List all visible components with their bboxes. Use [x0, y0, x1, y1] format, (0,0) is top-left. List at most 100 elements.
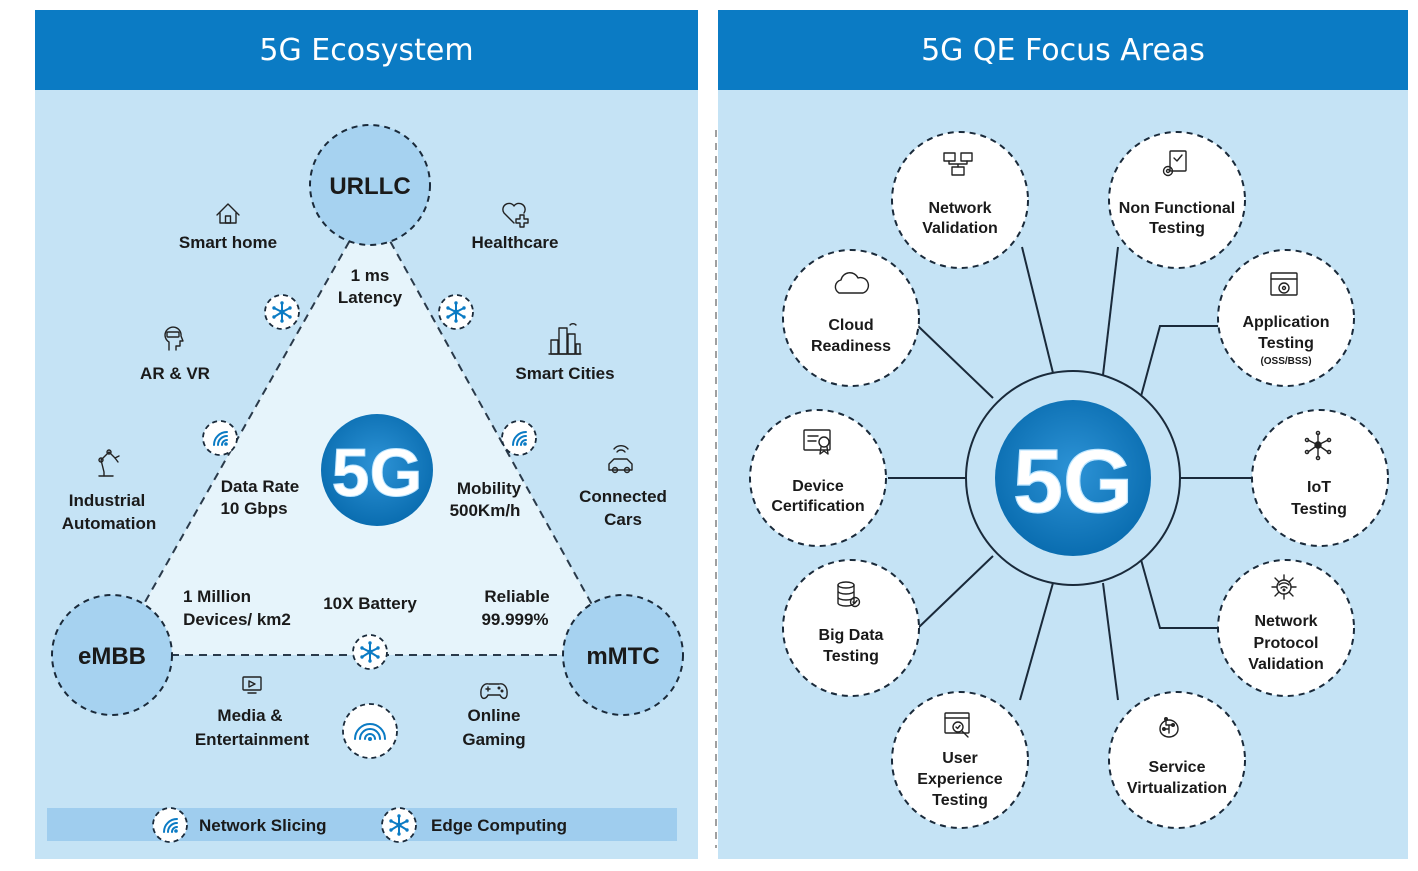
- node-urllc: URLLC: [309, 124, 431, 246]
- smart-home-icon: [216, 203, 240, 224]
- focus-label: Cloud: [828, 317, 873, 334]
- legend-edge-computing: Edge Computing: [431, 816, 567, 835]
- focus-label: Certification: [771, 498, 864, 515]
- healthcare-icon: [502, 202, 529, 228]
- ecosystem-5g-center: 5G: [321, 414, 433, 526]
- industrial-label-1: Industrial: [69, 491, 146, 510]
- latency-value: 1 ms: [351, 266, 390, 285]
- industrial-robot-icon: [98, 449, 120, 477]
- media-label-1: Media &: [217, 706, 282, 725]
- network-slicing-icon: [501, 420, 537, 456]
- network-slicing-icon-large: [342, 703, 398, 759]
- focus-label: Big Data: [819, 627, 884, 644]
- 5g-logo-text: 5G: [332, 435, 423, 511]
- checklist-gear-icon: [1162, 150, 1187, 177]
- latency-label: Latency: [338, 288, 403, 307]
- focus-areas-header: 5G QE Focus Areas: [718, 10, 1408, 90]
- connected-cars-label-2: Cars: [604, 510, 642, 529]
- focus-cloud: Cloud Readiness: [782, 249, 920, 387]
- focus-ux: User Experience Testing: [891, 691, 1029, 829]
- devices-label: Devices/ km2: [183, 610, 291, 629]
- smart-cities-icon: [548, 323, 582, 355]
- connected-cars-label-1: Connected: [579, 487, 667, 506]
- embb-label: eMBB: [78, 643, 146, 670]
- mobility-label: Mobility: [457, 479, 522, 498]
- virtual-brain-icon: [1159, 716, 1179, 738]
- edge-computing-icon: [438, 294, 474, 330]
- gaming-label-1: Online: [468, 706, 521, 725]
- focus-connectors: [888, 246, 1252, 701]
- reliable-value: 99.999%: [481, 610, 548, 629]
- focus-device: Device Certification: [749, 409, 887, 547]
- edge-computing-icon: [352, 634, 388, 670]
- edge-computing-icon: [264, 294, 300, 330]
- focus-sublabel: (OSS/BSS): [1260, 356, 1311, 367]
- media-label-2: Entertainment: [195, 730, 310, 749]
- focus-network-validation: Network Validation: [891, 131, 1029, 269]
- focus-big-data: Big Data Testing: [782, 559, 920, 697]
- focus-label: Readiness: [811, 338, 891, 355]
- legend-network-slicing: Network Slicing: [199, 816, 327, 835]
- node-embb: eMBB: [51, 594, 173, 716]
- edge-computing-icon: [381, 807, 417, 843]
- focus-label: Virtualization: [1127, 780, 1227, 797]
- protocol-chip-icon: [1271, 574, 1297, 600]
- focus-label: Non Functional: [1119, 200, 1235, 217]
- focus-service: Service Virtualization: [1108, 691, 1246, 829]
- focus-label: Protocol: [1254, 635, 1319, 652]
- ecosystem-header: 5G Ecosystem: [35, 10, 698, 90]
- focus-label: Network: [1254, 613, 1317, 630]
- ar-vr-icon: [164, 326, 184, 351]
- focus-application: Application Testing (OSS/BSS): [1217, 249, 1355, 387]
- ar-vr-label: AR & VR: [140, 364, 210, 383]
- node-mmtc: mMTC: [562, 594, 684, 716]
- connected-car-icon: [608, 445, 633, 474]
- network-monitors-icon: [943, 152, 973, 176]
- media-tv-icon: [242, 676, 262, 694]
- focus-non-functional: Non Functional Testing: [1108, 131, 1246, 269]
- app-window-gear-icon: [1270, 272, 1298, 296]
- focus-label: Experience: [917, 771, 1002, 788]
- cloud-icon: [834, 272, 870, 294]
- focus-label: Service: [1149, 759, 1206, 776]
- focus-label: User: [942, 750, 978, 767]
- gaming-label-2: Gaming: [462, 730, 525, 749]
- focus-label: Validation: [1248, 656, 1324, 673]
- mmtc-label: mMTC: [586, 643, 659, 670]
- focus-label: Network: [928, 200, 991, 217]
- database-check-icon: [837, 581, 861, 608]
- focus-label: IoT: [1307, 479, 1331, 496]
- healthcare-label: Healthcare: [472, 233, 559, 252]
- focus-protocol: Network Protocol Validation: [1217, 559, 1355, 697]
- devices-value: 1 Million: [183, 587, 251, 606]
- focus-5g-logo-text: 5G: [1013, 432, 1133, 532]
- focus-label: Application: [1242, 314, 1329, 331]
- network-slicing-icon: [152, 807, 188, 843]
- battery-label: 10X Battery: [323, 594, 417, 613]
- focus-label: Validation: [922, 220, 998, 237]
- gamepad-icon: [480, 683, 508, 700]
- focus-label: Testing: [1258, 335, 1314, 352]
- focus-iot: IoT Testing: [1251, 409, 1389, 547]
- certificate-icon: [803, 429, 831, 455]
- data-rate-label: Data Rate: [221, 477, 299, 496]
- focus-label: Testing: [823, 648, 879, 665]
- focus-label: Device: [792, 478, 844, 495]
- focus-5g-center: 5G: [965, 370, 1181, 586]
- urllc-label: URLLC: [329, 173, 410, 200]
- focus-label: Testing: [932, 792, 988, 809]
- smart-home-label: Smart home: [179, 233, 277, 252]
- mobility-value: 500Km/h: [450, 501, 521, 520]
- network-slicing-icon: [202, 420, 238, 456]
- focus-label: Testing: [1149, 220, 1205, 237]
- smart-cities-label: Smart Cities: [515, 364, 614, 383]
- data-rate-value: 10 Gbps: [220, 499, 287, 518]
- focus-label: Testing: [1291, 501, 1347, 518]
- iot-hub-icon: [1304, 430, 1332, 461]
- reliable-label: Reliable: [484, 587, 549, 606]
- industrial-label-2: Automation: [62, 514, 156, 533]
- legend-bar: [47, 808, 677, 841]
- ux-screen-icon: [944, 712, 970, 738]
